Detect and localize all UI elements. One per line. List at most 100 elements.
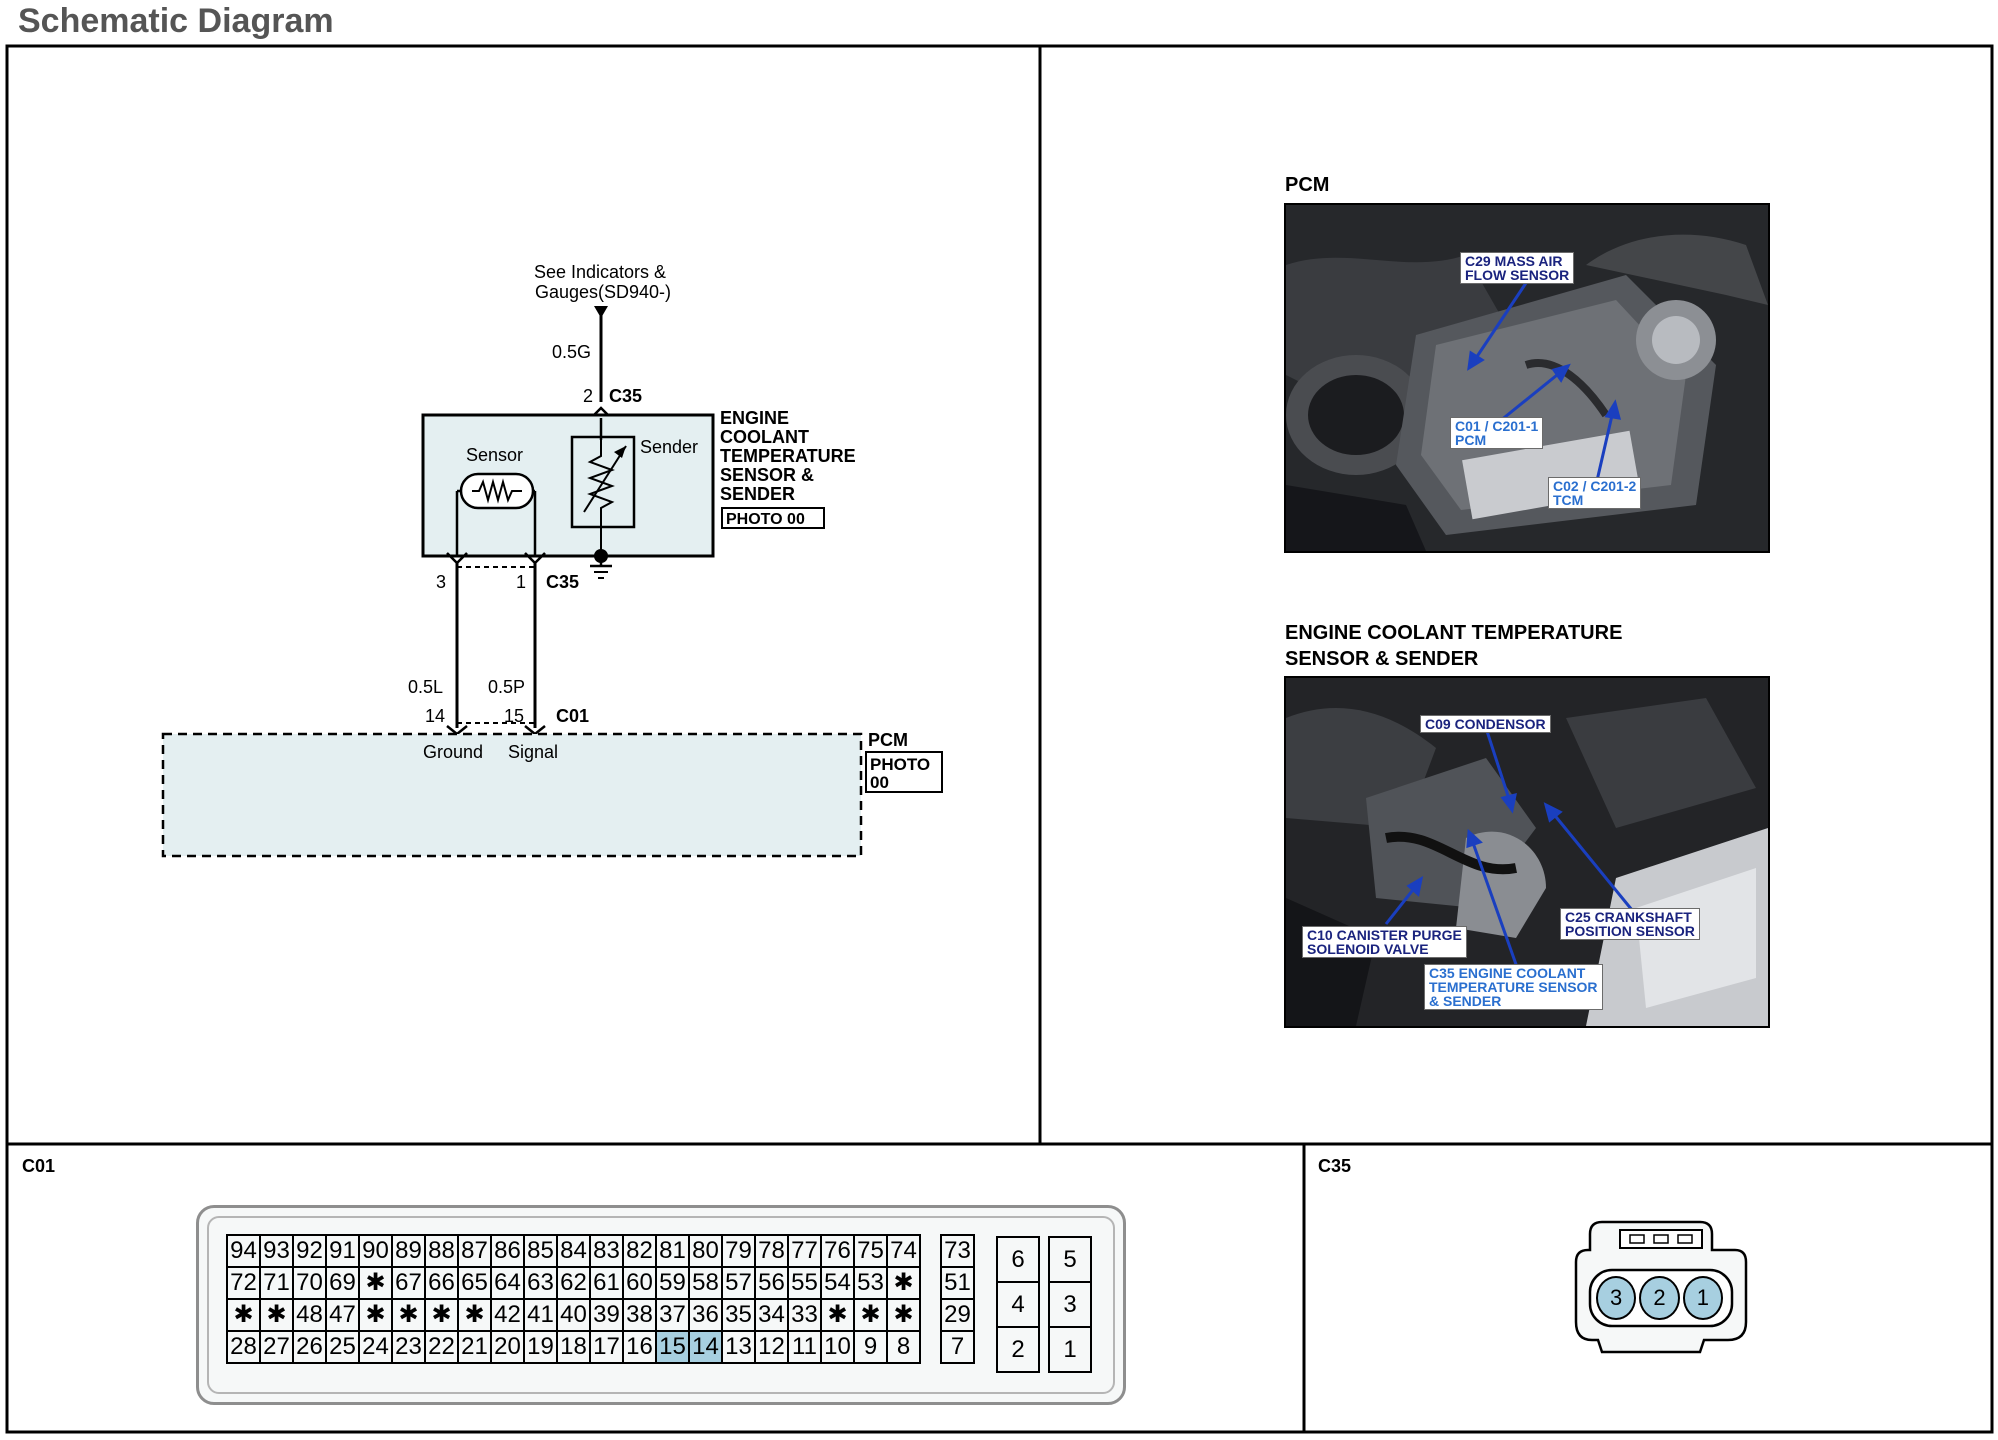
c01-pin-64: 64 <box>490 1266 525 1300</box>
c01-pin-92: 92 <box>292 1234 327 1268</box>
sender-variable-resistor-icon <box>570 435 636 529</box>
c01-pin-89: 89 <box>391 1234 426 1268</box>
c01-pin-72: 72 <box>226 1266 261 1300</box>
pcm-name: PCM <box>868 730 908 750</box>
c01-pin-28: 28 <box>226 1330 261 1364</box>
c01-pin-unused: ✱ <box>259 1298 294 1332</box>
ect-callout-c35: C35 ENGINE COOLANT TEMPERATURE SENSOR & … <box>1424 964 1603 1010</box>
c01-pin-5: 5 <box>1048 1236 1092 1283</box>
c01-pin-66: 66 <box>424 1266 459 1300</box>
c01-pin-93: 93 <box>259 1234 294 1268</box>
ect-callout-c10: C10 CANISTER PURGE SOLENOID VALVE <box>1302 926 1467 958</box>
c01-pin-29: 29 <box>940 1298 975 1332</box>
c01-pin-16: 16 <box>622 1330 657 1364</box>
c01-pin-86: 86 <box>490 1234 525 1268</box>
c01-pin-10: 10 <box>820 1330 855 1364</box>
c01-pin-80: 80 <box>688 1234 723 1268</box>
c01-pin-37: 37 <box>655 1298 690 1332</box>
c01-pin-40: 40 <box>556 1298 591 1332</box>
c01-pin-38: 38 <box>622 1298 657 1332</box>
page-title: Schematic Diagram <box>18 2 334 40</box>
bottom-connector-label: C35 <box>546 572 579 592</box>
c01-pin-51: 51 <box>940 1266 975 1300</box>
c01-pin-unused: ✱ <box>853 1298 888 1332</box>
c01-pin-94: 94 <box>226 1234 261 1268</box>
top-pin-number: 2 <box>583 386 593 406</box>
c01-pin-55: 55 <box>787 1266 822 1300</box>
pin-left-number: 3 <box>436 572 446 592</box>
c01-pin-26: 26 <box>292 1330 327 1364</box>
c01-pin-53: 53 <box>853 1266 888 1300</box>
c01-pin-35: 35 <box>721 1298 756 1332</box>
c01-pin-8: 8 <box>886 1330 921 1364</box>
c01-pin-57: 57 <box>721 1266 756 1300</box>
c01-pin-69: 69 <box>325 1266 360 1300</box>
c01-pin-56: 56 <box>754 1266 789 1300</box>
c01-pin-unused: ✱ <box>457 1298 492 1332</box>
component-photo-box <box>721 507 825 529</box>
c01-pin-73: 73 <box>940 1234 975 1268</box>
c01-pin-60: 60 <box>622 1266 657 1300</box>
c01-pin-17: 17 <box>589 1330 624 1364</box>
c01-pin-34: 34 <box>754 1298 789 1332</box>
pcm-location-photo: C29 MASS AIR FLOW SENSOR C01 / C201-1 PC… <box>1284 203 1770 553</box>
c35-title: C35 <box>1318 1156 1352 1176</box>
c01-pin-20: 20 <box>490 1330 525 1364</box>
pcm-box <box>161 732 863 858</box>
pcm-callout-maf: C29 MASS AIR FLOW SENSOR <box>1460 252 1575 284</box>
c01-pin-70: 70 <box>292 1266 327 1300</box>
c01-pin-85: 85 <box>523 1234 558 1268</box>
wire-right-label: 0.5P <box>488 677 525 697</box>
component-name-line4: SENSOR & <box>720 465 814 485</box>
component-name-line1: ENGINE <box>720 408 789 428</box>
c01-pin-15: 15 <box>655 1330 690 1364</box>
pcm-connector-label: C01 <box>556 706 589 726</box>
c01-pin-63: 63 <box>523 1266 558 1300</box>
c01-pin-33: 33 <box>787 1298 822 1332</box>
c01-pin-88: 88 <box>424 1234 459 1268</box>
c01-pin-41: 41 <box>523 1298 558 1332</box>
c01-pin-24: 24 <box>358 1330 393 1364</box>
c35-pin-1: 1 <box>1682 1276 1723 1320</box>
pcm-label-signal: Signal <box>508 742 558 762</box>
c01-pin-48: 48 <box>292 1298 327 1332</box>
c01-pin-11: 11 <box>787 1330 822 1364</box>
c35-pin-3: 3 <box>1596 1276 1637 1320</box>
c01-pin-82: 82 <box>622 1234 657 1268</box>
c01-pin-75: 75 <box>853 1234 888 1268</box>
c01-pin-65: 65 <box>457 1266 492 1300</box>
c01-pin-unused: ✱ <box>820 1298 855 1332</box>
c01-pin-unused: ✱ <box>886 1266 921 1300</box>
pcm-callout-c02: C02 / C201-2 TCM <box>1548 477 1642 509</box>
c01-pin-47: 47 <box>325 1298 360 1332</box>
component-name-line3: TEMPERATURE <box>720 446 856 466</box>
c01-pin-25: 25 <box>325 1330 360 1364</box>
c01-pin-13: 13 <box>721 1330 756 1364</box>
c01-pin-14: 14 <box>688 1330 723 1364</box>
c01-pin-62: 62 <box>556 1266 591 1300</box>
pin-right-number: 1 <box>516 572 526 592</box>
pcm-photo-line2: 00 <box>870 773 889 792</box>
c01-pin-79: 79 <box>721 1234 756 1268</box>
c01-pin-54: 54 <box>820 1266 855 1300</box>
c01-pin-3: 3 <box>1048 1281 1092 1328</box>
c01-pin-81: 81 <box>655 1234 690 1268</box>
c01-pin-91: 91 <box>325 1234 360 1268</box>
source-ref-line1: See Indicators & <box>534 262 666 282</box>
c01-pin-1: 1 <box>1048 1326 1092 1373</box>
c01-pin-58: 58 <box>688 1266 723 1300</box>
c01-pin-27: 27 <box>259 1330 294 1364</box>
c01-pin-19: 19 <box>523 1330 558 1364</box>
c01-pin-84: 84 <box>556 1234 591 1268</box>
c01-pin-59: 59 <box>655 1266 690 1300</box>
c01-pin-71: 71 <box>259 1266 294 1300</box>
c01-pin-83: 83 <box>589 1234 624 1268</box>
c01-pin-90: 90 <box>358 1234 393 1268</box>
component-photo-label: PHOTO 00 <box>726 511 805 528</box>
